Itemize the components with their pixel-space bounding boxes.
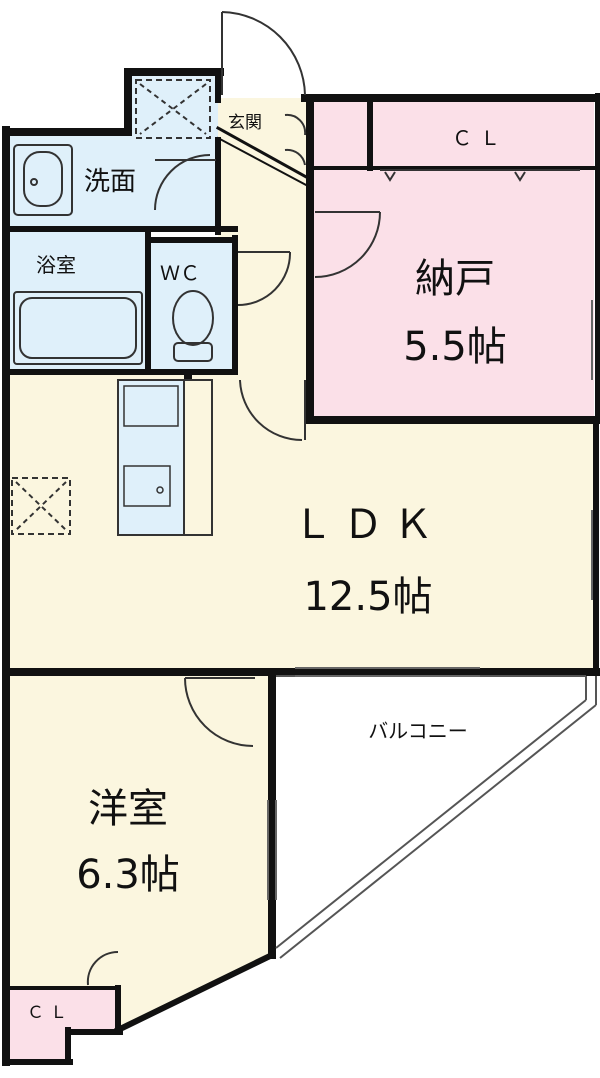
label-wc: ＷＣ [160, 261, 200, 285]
walls [2, 68, 600, 1066]
cl-top-floor [310, 98, 594, 168]
windows [267, 300, 593, 900]
bath-floor [8, 230, 146, 370]
label-youshitsu-size: 6.3帖 [76, 852, 180, 898]
label-cl-top: ＣＬ [452, 126, 508, 150]
cl-top-doors [380, 169, 580, 182]
label-nando-size: 5.5帖 [403, 324, 507, 370]
label-balcony: バルコニー [368, 719, 468, 743]
kitchen-counter [117, 379, 213, 536]
cl-bottom-step [8, 1030, 68, 1060]
senmen-floor [8, 75, 218, 228]
nando-floor [310, 168, 594, 420]
label-cl-bottom: ＣＬ [27, 1003, 73, 1023]
cl-bottom-floor [8, 990, 118, 1030]
genkan-floor [218, 98, 308, 178]
label-ldk-size: 12.5帖 [303, 574, 432, 620]
label-youshitsu-name: 洋室 [88, 786, 168, 832]
label-yokushitsu: 浴室 [36, 253, 76, 277]
label-genkan: 玄関 [228, 113, 262, 133]
label-ldk-name: ＬＤＫ [293, 502, 443, 548]
label-senmen: 洗面 [84, 167, 136, 197]
hall-floor [218, 130, 308, 420]
room-labels: 玄関 ＣＬ 洗面 浴室 ＷＣ 納戸 5.5帖 ＬＤＫ 12.5帖 バルコニー 洋… [27, 113, 508, 1023]
youshitsu-floor [8, 672, 272, 1030]
wc-floor [150, 240, 232, 370]
fixtures [11, 79, 214, 535]
label-nando-name: 納戸 [415, 256, 495, 302]
door-swings [86, 11, 381, 986]
